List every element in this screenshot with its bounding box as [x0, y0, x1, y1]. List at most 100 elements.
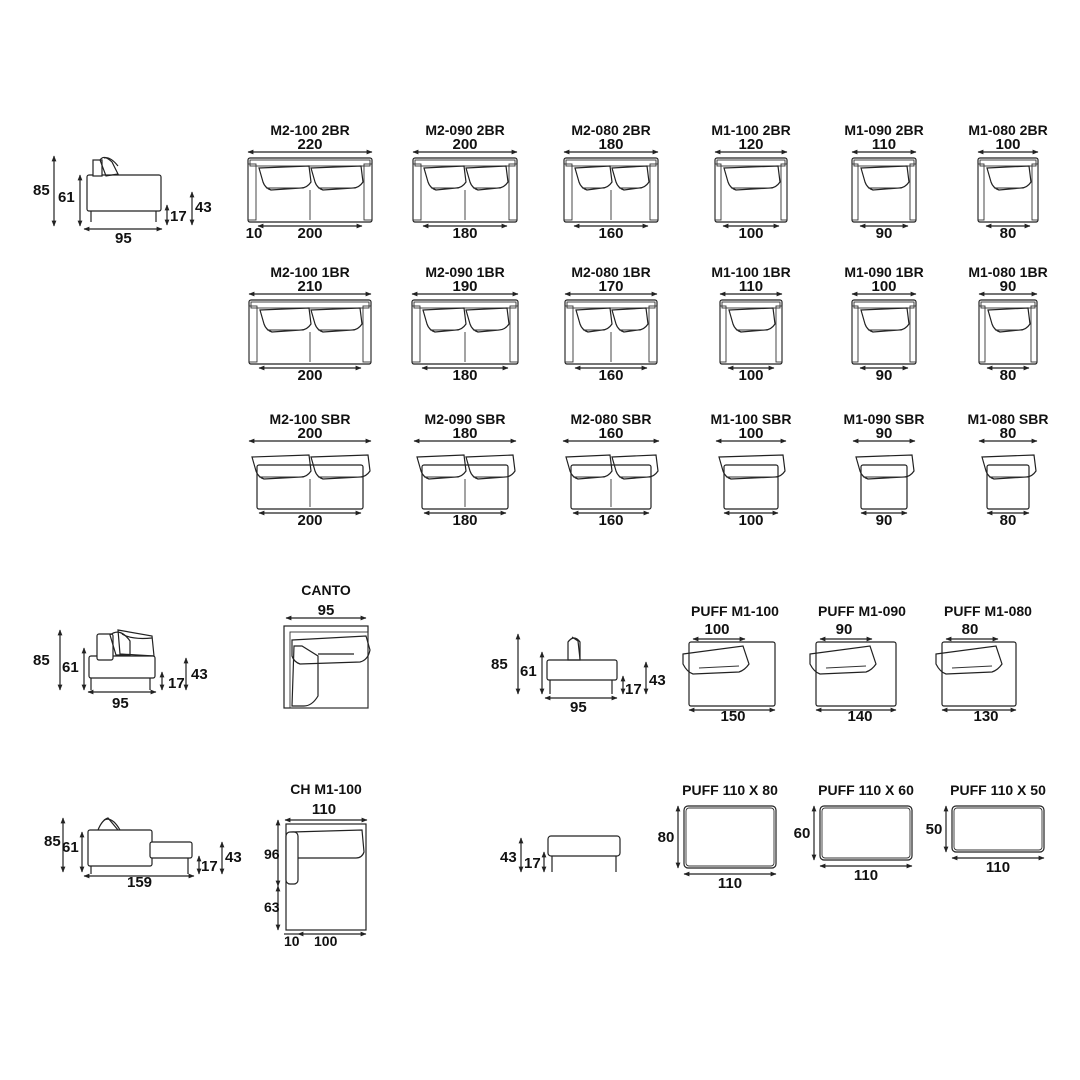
side-view-puff: 85 61 17 43 95	[491, 633, 666, 716]
module-code: M1-080 2BR	[968, 122, 1047, 138]
module-top-width: 220	[297, 136, 322, 153]
module-top-width: 100	[871, 278, 896, 295]
side-view-depth-label: 95	[115, 230, 132, 247]
module-top-width: 80	[1000, 425, 1017, 442]
module-top-width: 160	[598, 425, 623, 442]
module-code: M1-100 2BR	[711, 122, 790, 138]
ottoman-depth: 60	[794, 825, 811, 842]
module-code: M2-080 SBR	[571, 411, 652, 427]
side-view-arm-height-label: 61	[62, 659, 79, 676]
side-view-leg-height-label: 17	[201, 858, 218, 875]
module-bottom-width: 200	[297, 367, 322, 384]
puff-bottom-width: 140	[847, 708, 872, 725]
puff-module: PUFF M1-080 80 130	[935, 603, 1032, 725]
module-bottom-width: 100	[738, 225, 763, 242]
module-code: M2-080 2BR	[571, 122, 650, 138]
side-view-height-label: 85	[33, 182, 50, 199]
side-view-depth-label: 95	[112, 695, 129, 712]
puff-bottom-width: 130	[973, 708, 998, 725]
puff-top-width: 90	[836, 621, 853, 638]
module-bottom-width: 80	[1000, 367, 1017, 384]
module-bottom-width: 160	[598, 512, 623, 529]
ottoman-width: 110	[854, 867, 878, 884]
chaise-arm-label: 10	[284, 933, 300, 949]
module-code: M1-080 SBR	[968, 411, 1049, 427]
module-code: M1-100 1BR	[711, 264, 790, 280]
module-top-width: 200	[297, 425, 322, 442]
module-top-width: 110	[872, 136, 896, 153]
module-bottom-width: 90	[876, 367, 893, 384]
side-view-leg-height-label: 17	[168, 675, 185, 692]
module-bottom-width: 80	[1000, 512, 1017, 529]
module-bottom-width: 200	[297, 225, 322, 242]
side-view-seat-height-label: 43	[649, 672, 666, 689]
module-code: M2-090 1BR	[425, 264, 504, 280]
puff-code: PUFF M1-100	[691, 603, 779, 619]
module-top-width: 210	[297, 278, 322, 295]
module-top-width: 120	[738, 136, 763, 153]
module-top-width: 100	[738, 425, 763, 442]
ottoman-module: PUFF 110 X 60 60 110	[794, 782, 914, 884]
module-top-width: 170	[598, 278, 623, 295]
module-bottom-width: 90	[876, 512, 893, 529]
ottoman-code: PUFF 110 X 60	[818, 782, 914, 798]
module-bottom-width: 180	[452, 225, 477, 242]
chaise-title: CH M1-100	[290, 781, 362, 797]
module-code: M2-080 1BR	[571, 264, 650, 280]
canto-title: CANTO	[301, 582, 351, 598]
module-code: M1-100 SBR	[711, 411, 792, 427]
side-view-seat-height-label: 43	[225, 849, 242, 866]
module-code: M2-100 SBR	[270, 411, 351, 427]
side-view-sofa-1: 85 61 17 43 95	[33, 155, 212, 247]
ottoman-code: PUFF 110 X 50	[950, 782, 1046, 798]
side-view-leg-height-label: 17	[625, 681, 642, 698]
ottoman-width: 110	[986, 859, 1010, 876]
ottoman-depth: 80	[658, 829, 675, 846]
side-view-leg-height-label: 17	[524, 855, 541, 872]
module-bottom-width: 80	[1000, 225, 1017, 242]
module-code: M2-090 SBR	[425, 411, 506, 427]
module-bottom-width: 180	[452, 512, 477, 529]
module-code: M2-090 2BR	[425, 122, 504, 138]
side-view-height-label: 85	[491, 656, 508, 673]
chaise-module: CH M1-100 110 96 63 10 100	[264, 781, 368, 949]
module-bottom-width: 100	[738, 512, 763, 529]
module-bottom-width: 100	[738, 367, 763, 384]
module-code: M1-090 2BR	[844, 122, 923, 138]
canto-width-label: 95	[318, 602, 335, 619]
module-code: M1-090 SBR	[844, 411, 925, 427]
module-top-width: 90	[1000, 278, 1017, 295]
ottoman-width: 110	[718, 875, 742, 892]
side-view-depth-label: 159	[127, 874, 152, 891]
canto-module: CANTO 95	[283, 582, 371, 709]
puff-top-width: 80	[962, 621, 979, 638]
side-view-arm-height-label: 61	[58, 189, 75, 206]
module-code: M1-090 1BR	[844, 264, 923, 280]
module-bottom-width: 90	[876, 225, 893, 242]
module-code: M2-100 2BR	[270, 122, 349, 138]
module-bottom-width: 180	[452, 367, 477, 384]
chaise-left-label-1: 96	[264, 846, 280, 862]
puff-code: PUFF M1-080	[944, 603, 1032, 619]
module-top-width: 100	[995, 136, 1020, 153]
module-bottom-width: 160	[598, 367, 623, 384]
